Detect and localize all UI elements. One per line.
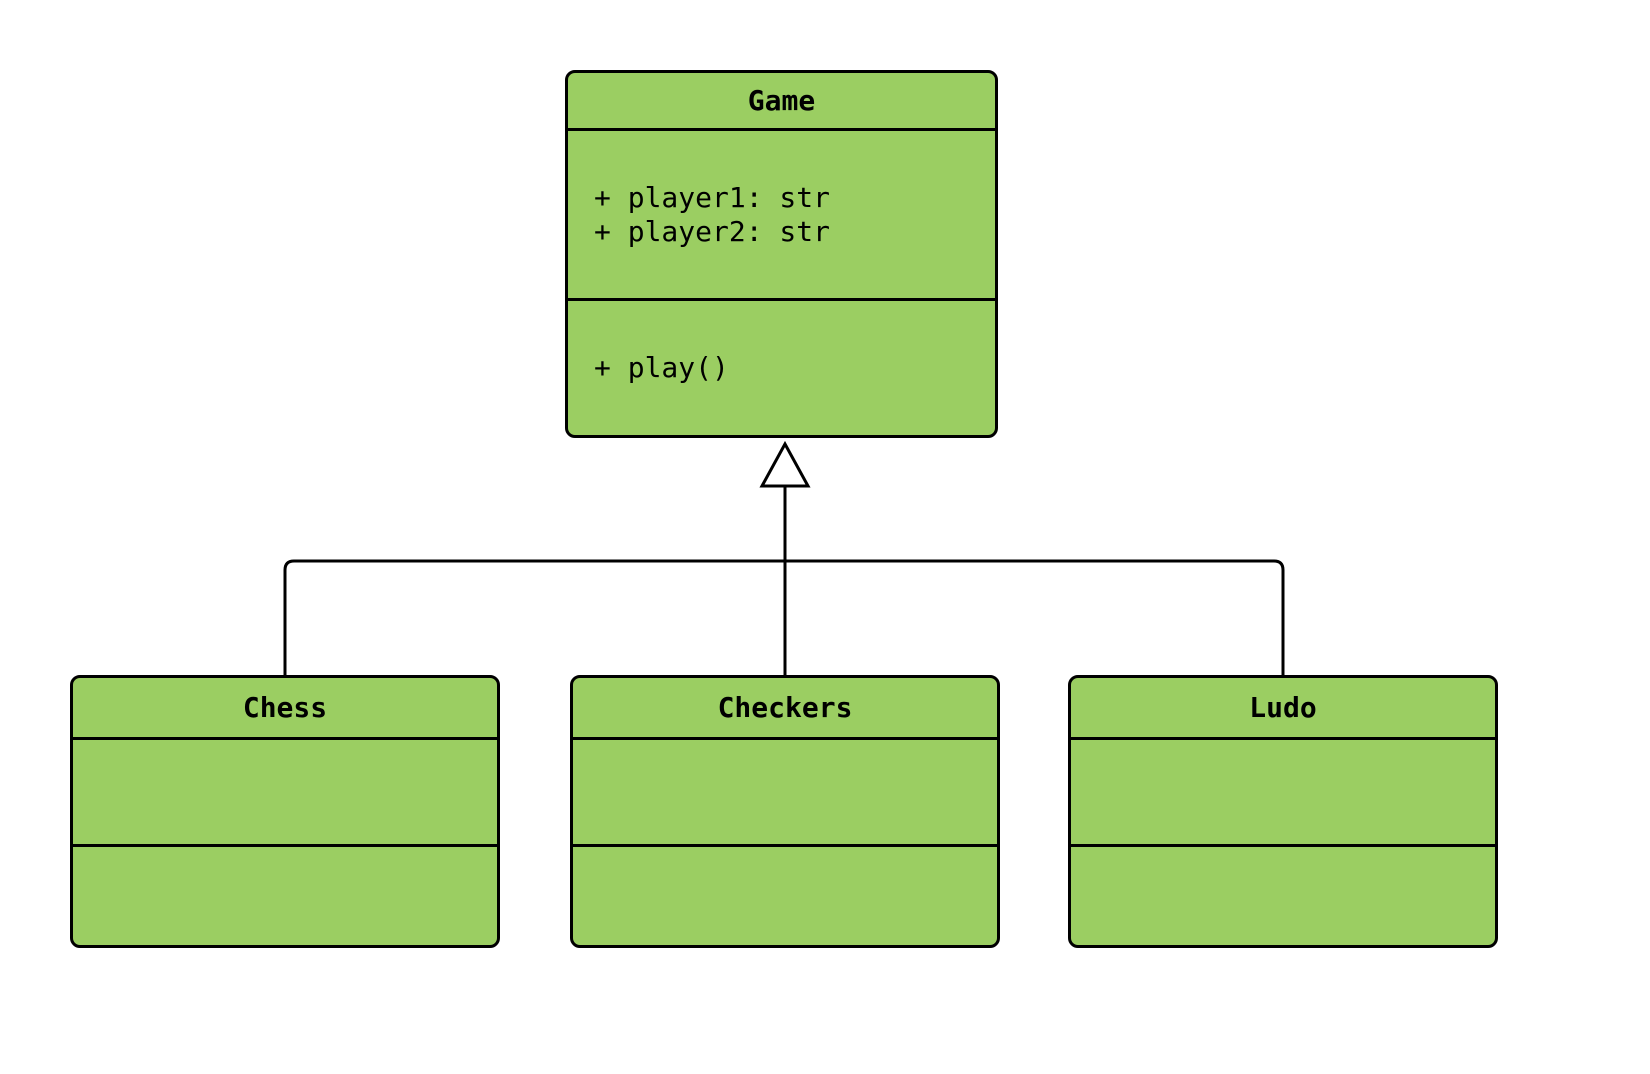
class-name-checkers: Checkers — [573, 678, 997, 740]
inheritance-edge-branches — [283, 559, 1285, 677]
class-chess-attributes — [73, 740, 497, 847]
method-line: + play() — [594, 351, 729, 384]
class-ludo-attributes — [1071, 740, 1495, 847]
class-game-attributes: + player1: str + player2: str — [568, 131, 995, 301]
class-node-game[interactable]: Game + player1: str + player2: str + pla… — [565, 70, 998, 438]
attribute-line: + player2: str — [594, 214, 831, 248]
class-name-chess: Chess — [73, 678, 497, 740]
class-node-ludo[interactable]: Ludo — [1068, 675, 1498, 948]
class-name-ludo: Ludo — [1071, 678, 1495, 740]
class-checkers-methods — [573, 847, 997, 945]
class-node-chess[interactable]: Chess — [70, 675, 500, 948]
class-game-methods: + play() — [568, 301, 995, 435]
class-node-checkers[interactable]: Checkers — [570, 675, 1000, 948]
class-chess-methods — [73, 847, 497, 945]
class-ludo-methods — [1071, 847, 1495, 945]
class-checkers-attributes — [573, 740, 997, 847]
class-name-game: Game — [568, 73, 995, 131]
attribute-line: + player1: str — [594, 180, 831, 214]
inheritance-arrowhead-icon — [759, 440, 811, 488]
